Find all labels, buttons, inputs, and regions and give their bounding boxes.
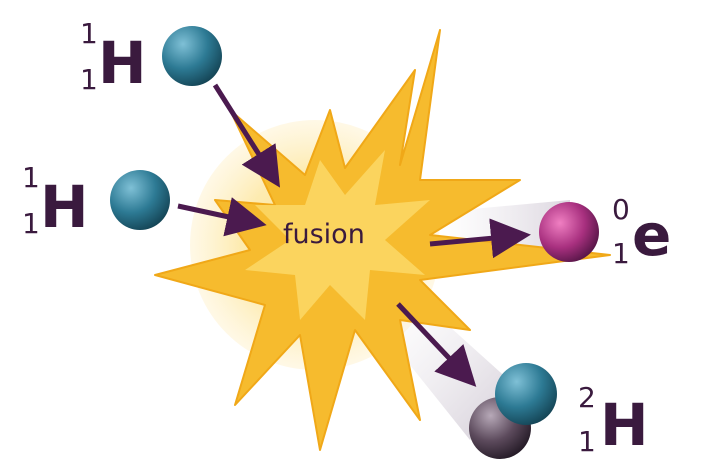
- reactant-1-label: 1 1 H: [78, 18, 158, 98]
- deuterium-proton: [495, 363, 557, 425]
- arrow-positron: [429, 218, 531, 259]
- arrow-reactant-1: [212, 83, 281, 188]
- positron: [539, 202, 599, 262]
- deuterium-symbol: H: [600, 391, 649, 459]
- positron-symbol: e: [632, 201, 672, 269]
- fusion-burst-inner: [245, 150, 430, 320]
- reactant-1-mass-number: 1: [80, 17, 98, 50]
- product-deuterium-label: 2 1 H: [578, 380, 668, 460]
- deuterium-atomic-number: 1: [578, 425, 596, 458]
- arrow-deuterium: [396, 302, 477, 387]
- positron-atomic-number: 1: [612, 237, 630, 270]
- product-positron-label: 0 1 e: [612, 194, 692, 274]
- proton-2: [110, 170, 170, 230]
- reactant-2-symbol: H: [40, 173, 89, 241]
- reactant-2-mass-number: 1: [22, 161, 40, 194]
- positron-mass-number: 0: [612, 193, 630, 226]
- reactant-2-atomic-number: 1: [22, 207, 40, 240]
- proton-1: [162, 26, 222, 86]
- reactant-2-label: 1 1 H: [20, 162, 100, 242]
- reactant-1-atomic-number: 1: [80, 63, 98, 96]
- reactant-1-symbol: H: [98, 29, 147, 97]
- fusion-label: fusion: [283, 219, 365, 250]
- arrow-reactant-2: [177, 197, 267, 237]
- deuterium-mass-number: 2: [578, 381, 596, 414]
